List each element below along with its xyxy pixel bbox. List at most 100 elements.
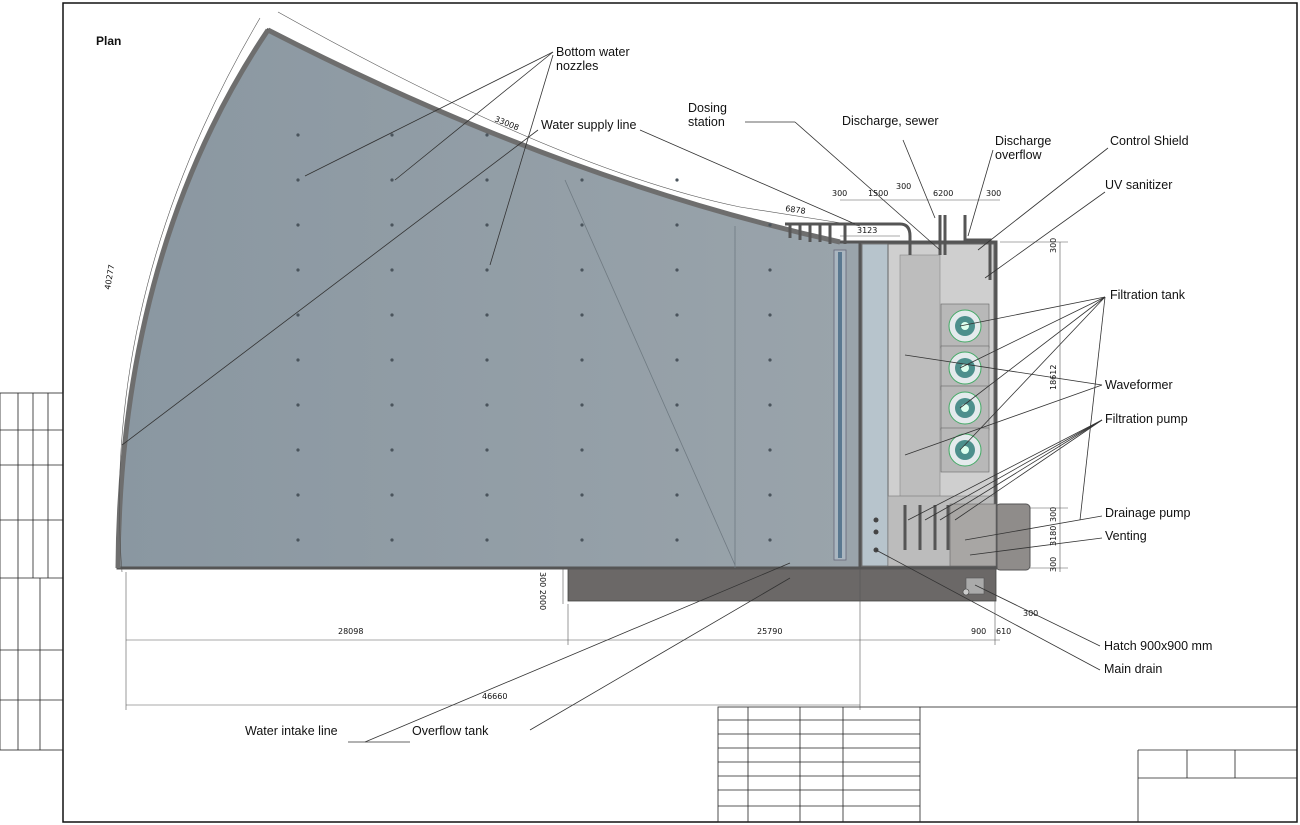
nozzle — [390, 448, 394, 452]
nozzle — [485, 133, 489, 137]
label-filtration-tank: Filtration tank — [1110, 288, 1186, 302]
label-discharge-overflow: Discharge — [995, 134, 1051, 148]
nozzle — [485, 223, 489, 227]
label-drainage-pump: Drainage pump — [1105, 506, 1191, 520]
dim-top-300c: 300 — [986, 189, 1001, 198]
nozzle — [296, 448, 300, 452]
nozzle — [675, 223, 679, 227]
label-venting: Venting — [1105, 529, 1147, 543]
dim-right-3180: 3180 — [1049, 526, 1058, 546]
label-control-shield: Control Shield — [1110, 134, 1189, 148]
overflow-tank — [567, 566, 997, 602]
nozzle — [296, 268, 300, 272]
nozzle — [485, 448, 489, 452]
nozzle — [580, 448, 584, 452]
dim-bottom-300: 300 — [1023, 609, 1038, 618]
label-water-intake-line: Water intake line — [245, 724, 338, 738]
nozzle — [675, 448, 679, 452]
dim-top-3123: 3123 — [857, 226, 877, 235]
nozzle — [768, 448, 772, 452]
nozzle — [296, 178, 300, 182]
bottom-water-nozzles — [296, 133, 772, 542]
nozzle — [485, 538, 489, 542]
left-title-strip — [0, 392, 64, 751]
nozzle — [580, 538, 584, 542]
dim-arc-left: 40277 — [103, 264, 116, 291]
dim-bottom-28098: 28098 — [338, 627, 363, 636]
nozzle — [768, 223, 772, 227]
nozzle — [390, 493, 394, 497]
callout-labels: Bottom water nozzles Water supply line D… — [245, 45, 1212, 738]
dim-left-300-2000: 300 2000 — [538, 572, 547, 610]
nozzle — [485, 358, 489, 362]
nozzle — [768, 493, 772, 497]
label-nozzles: Bottom water — [556, 45, 630, 59]
nozzle — [768, 358, 772, 362]
nozzle — [675, 358, 679, 362]
nozzle — [485, 313, 489, 317]
nozzle — [390, 268, 394, 272]
label-dosing-station: Dosing — [688, 101, 727, 115]
dim-right-300a: 300 — [1049, 238, 1058, 253]
dim-top-300b: 300 — [896, 182, 911, 191]
nozzle — [390, 403, 394, 407]
nozzle — [485, 268, 489, 272]
nozzle — [580, 268, 584, 272]
nozzle — [675, 493, 679, 497]
dim-bottom-46660: 46660 — [482, 692, 507, 701]
nozzle — [296, 223, 300, 227]
label-overflow-tank: Overflow tank — [412, 724, 489, 738]
nozzle — [675, 178, 679, 182]
nozzle — [296, 538, 300, 542]
main-drain — [962, 588, 970, 596]
nozzle — [296, 133, 300, 137]
nozzle — [390, 313, 394, 317]
label-filtration-pump: Filtration pump — [1105, 412, 1188, 426]
nozzle — [390, 538, 394, 542]
pool-basin — [116, 28, 862, 570]
nozzle — [580, 178, 584, 182]
nozzle — [296, 358, 300, 362]
hatch — [965, 577, 985, 595]
label-hatch: Hatch 900x900 mm — [1104, 639, 1212, 653]
dim-bottom-25790: 25790 — [757, 627, 782, 636]
nozzle — [296, 313, 300, 317]
nozzle — [768, 403, 772, 407]
dim-top-300a: 300 — [832, 189, 847, 198]
nozzle — [580, 358, 584, 362]
dim-bottom-900: 900 — [971, 627, 986, 636]
nozzle — [390, 223, 394, 227]
nozzle — [485, 493, 489, 497]
nozzle — [580, 313, 584, 317]
label-main-drain: Main drain — [1104, 662, 1162, 676]
pipework — [785, 215, 992, 550]
title-block — [717, 706, 1298, 823]
label-discharge-sewer: Discharge, sewer — [842, 114, 939, 128]
nozzle — [768, 268, 772, 272]
dim-right-18612: 18612 — [1049, 365, 1058, 390]
nozzle — [580, 493, 584, 497]
dim-arc-top: 33008 — [493, 115, 520, 133]
dim-right-300c: 300 — [1049, 557, 1058, 572]
nozzle — [390, 178, 394, 182]
plan-title: Plan — [96, 34, 121, 48]
label-uv-sanitizer: UV sanitizer — [1105, 178, 1172, 192]
dim-top-1500: 1500 — [868, 189, 888, 198]
filtration-tanks — [940, 303, 990, 473]
label-waveformer: Waveformer — [1105, 378, 1173, 392]
drainage-annex — [995, 503, 1031, 571]
label-discharge-overflow-2: overflow — [995, 148, 1043, 162]
nozzle — [675, 403, 679, 407]
nozzle — [768, 313, 772, 317]
nozzle — [580, 223, 584, 227]
pool-wall — [266, 27, 841, 245]
label-dosing-station-2: station — [688, 115, 725, 129]
label-nozzles-2: nozzles — [556, 59, 598, 73]
nozzle — [768, 538, 772, 542]
nozzle — [485, 403, 489, 407]
dim-right-300b: 300 — [1049, 507, 1058, 522]
nozzle — [390, 358, 394, 362]
dim-top-short: 6878 — [785, 204, 806, 216]
label-water-supply-line: Water supply line — [541, 118, 636, 132]
